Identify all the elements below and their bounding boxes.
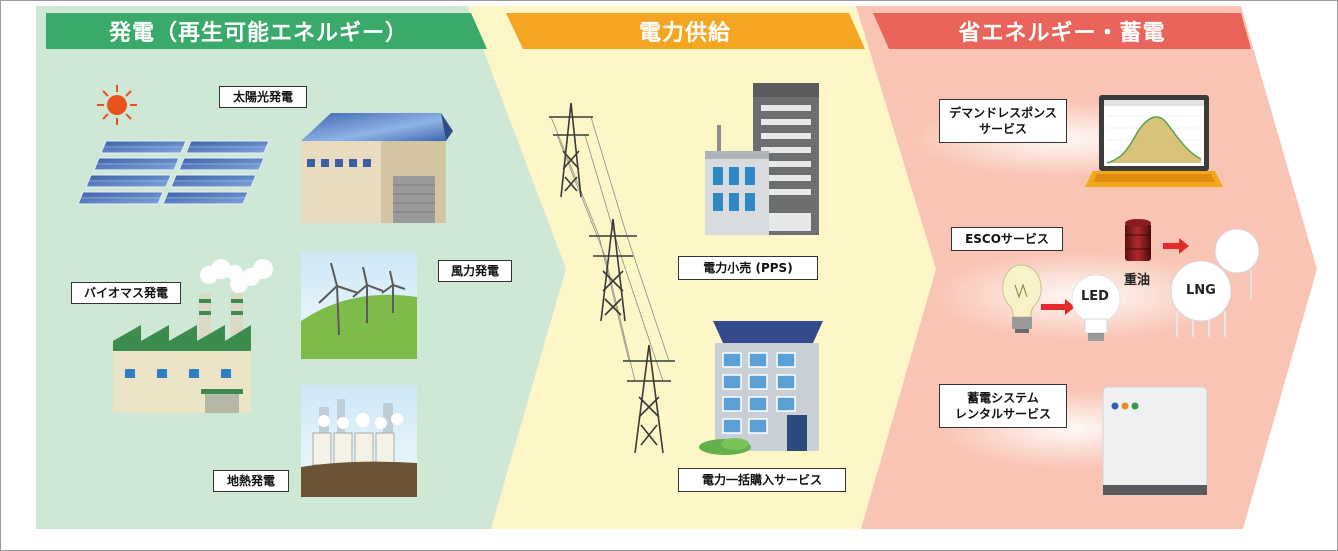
retail-label: 電力小売 (PPS) xyxy=(678,256,818,280)
laptop-chart-icon xyxy=(1085,95,1223,187)
office-building-icon xyxy=(705,83,819,235)
geothermal-plant-icon xyxy=(301,385,417,497)
heavy-oil-text: 重油 xyxy=(1124,273,1151,288)
demand-response-label-line1: デマンドレスポンス xyxy=(949,106,1057,120)
generation-header: 発電（再生可能エネルギー） xyxy=(108,21,408,46)
supply-header: 電力供給 xyxy=(638,21,731,46)
generation-header-bar xyxy=(46,13,487,49)
bulk-purchase-label: 電力一括購入サービス xyxy=(678,468,846,492)
led-bulb-icon xyxy=(1071,274,1121,341)
led-text: LED xyxy=(1081,289,1109,304)
supply-header-bar xyxy=(506,13,865,49)
pylon-icon xyxy=(549,102,675,454)
saving-header-bar xyxy=(873,13,1251,49)
solar-panel-icon xyxy=(77,140,270,205)
factory-icon xyxy=(113,259,273,413)
esco-label: ESCOサービス xyxy=(951,227,1063,251)
saving-header: 省エネルギー・蓄電 xyxy=(958,21,1166,46)
oil-drum-icon xyxy=(1125,219,1151,261)
lng-text: LNG xyxy=(1186,283,1216,298)
wind-turbine-icon xyxy=(301,251,417,359)
demand-response-label: デマンドレスポンス サービス xyxy=(939,99,1067,143)
battery-unit-icon xyxy=(1102,386,1208,496)
storage-rental-label-line2: レンタルサービス xyxy=(954,407,1051,421)
wind-label: 風力発電 xyxy=(438,260,512,282)
storage-rental-label-line1: 蓄電システム xyxy=(967,391,1039,405)
solar-warehouse-icon xyxy=(301,113,453,223)
bulb-icon xyxy=(1002,264,1042,333)
storage-rental-label: 蓄電システム レンタルサービス xyxy=(939,384,1067,428)
demand-response-label-line2: サービス xyxy=(978,122,1027,136)
biomass-label: バイオマス発電 xyxy=(71,282,181,304)
geothermal-label: 地熱発電 xyxy=(213,470,289,492)
lng-tank-icon xyxy=(1170,228,1260,337)
sun-icon xyxy=(97,85,137,125)
apartment-icon xyxy=(699,321,823,455)
arrow-icon xyxy=(1041,238,1189,315)
solar-label: 太陽光発電 xyxy=(219,86,307,108)
